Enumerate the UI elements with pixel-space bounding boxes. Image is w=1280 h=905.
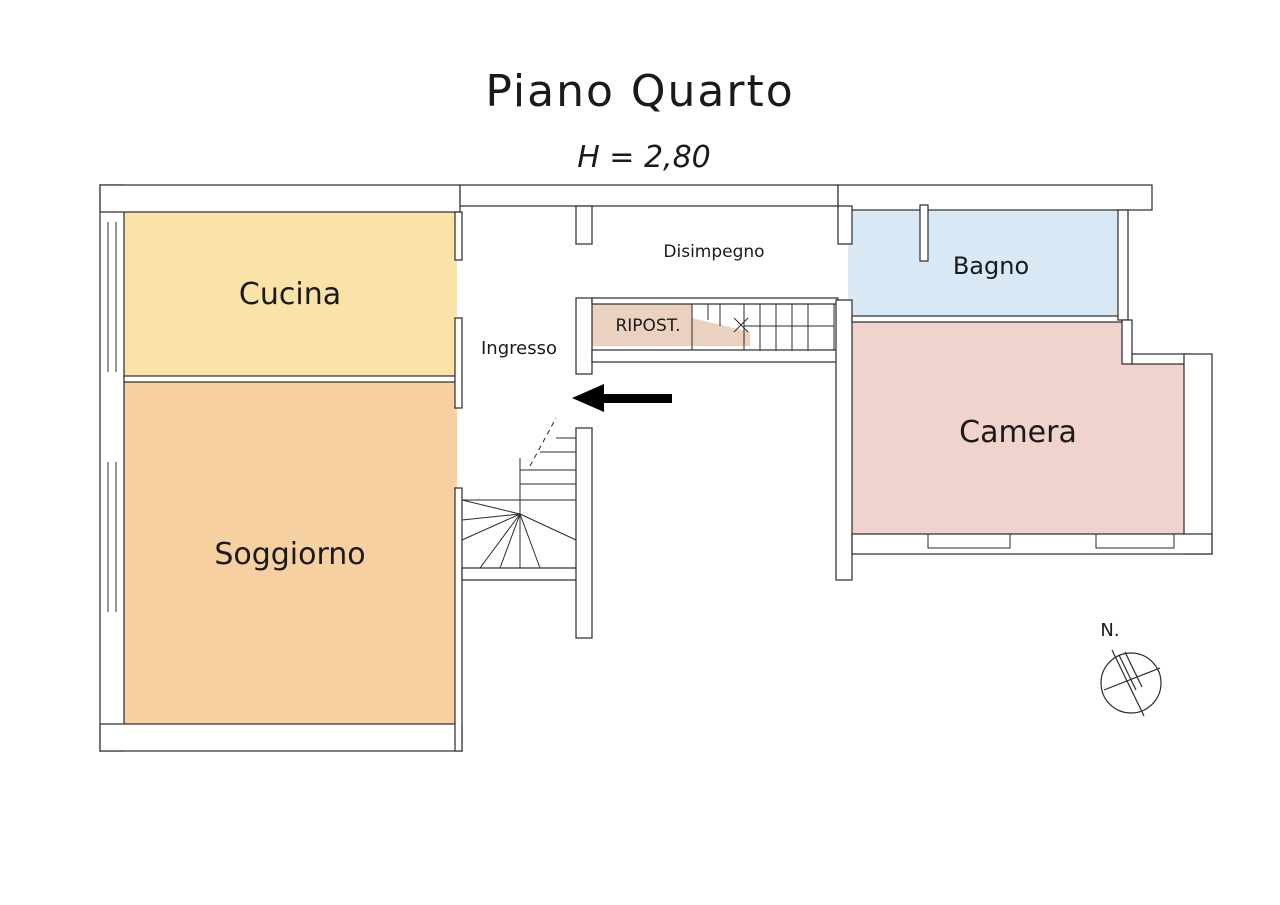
wall-corridor-storage-left: [575, 297, 593, 375]
stair-main: [461, 417, 577, 569]
room-label-ripostiglio: RIPOST.: [615, 316, 680, 336]
wall-bath-bottom: [851, 315, 1123, 323]
windows-camera: [927, 533, 1175, 549]
wall-kitchen-living: [123, 375, 458, 383]
room-label-cucina: Cucina: [239, 277, 341, 312]
wall-camera-step: [1131, 353, 1191, 365]
wall-kitchen-right-upper: [454, 211, 463, 261]
room-fill-camera: [852, 320, 1184, 534]
room-fill-cucina: [124, 212, 457, 376]
wall-camera-right: [1183, 353, 1213, 555]
wall-storage-bottom: [591, 349, 839, 363]
wall-living-right: [454, 487, 463, 752]
wall-kitchen-right-lower: [454, 317, 463, 409]
room-label-bagno: Bagno: [953, 252, 1029, 280]
wall-stair-bottom: [461, 567, 579, 581]
north-compass: [1100, 649, 1162, 717]
walls: [99, 184, 1213, 752]
stair-storage: [691, 303, 835, 351]
room-fill-ripostiglio: [592, 302, 750, 346]
wall-bottom-left: [99, 723, 463, 752]
room-label-ingresso: Ingresso: [481, 338, 557, 359]
wall-bath-inner: [919, 204, 929, 262]
wall-top-left: [99, 184, 461, 213]
wall-storage-top: [591, 297, 839, 305]
wall-bath-right: [1117, 209, 1129, 321]
windows-left: [107, 222, 117, 612]
room-label-disimpegno: Disimpegno: [663, 242, 764, 262]
wall-left-outer: [99, 184, 125, 752]
floor-title: Piano Quarto: [485, 66, 795, 117]
compass-label: N.: [1100, 620, 1119, 641]
wall-corridor-stub-right: [837, 205, 853, 245]
wall-top-corridor: [459, 184, 839, 207]
entrance-arrow: [572, 384, 672, 412]
ceiling-height-note: H = 2,80: [577, 140, 711, 175]
wall-stair-right: [575, 427, 593, 639]
wall-camera-notch: [1121, 319, 1133, 365]
room-fill-soggiorno: [124, 382, 457, 724]
wall-camera-bottom: [851, 533, 1213, 555]
wall-top-right: [837, 184, 1153, 211]
wall-corridor-stub-top: [575, 205, 593, 245]
room-label-camera: Camera: [959, 415, 1077, 450]
wall-central-right: [835, 299, 853, 581]
room-fill-bagno: [848, 210, 1118, 316]
room-label-soggiorno: Soggiorno: [214, 537, 365, 572]
